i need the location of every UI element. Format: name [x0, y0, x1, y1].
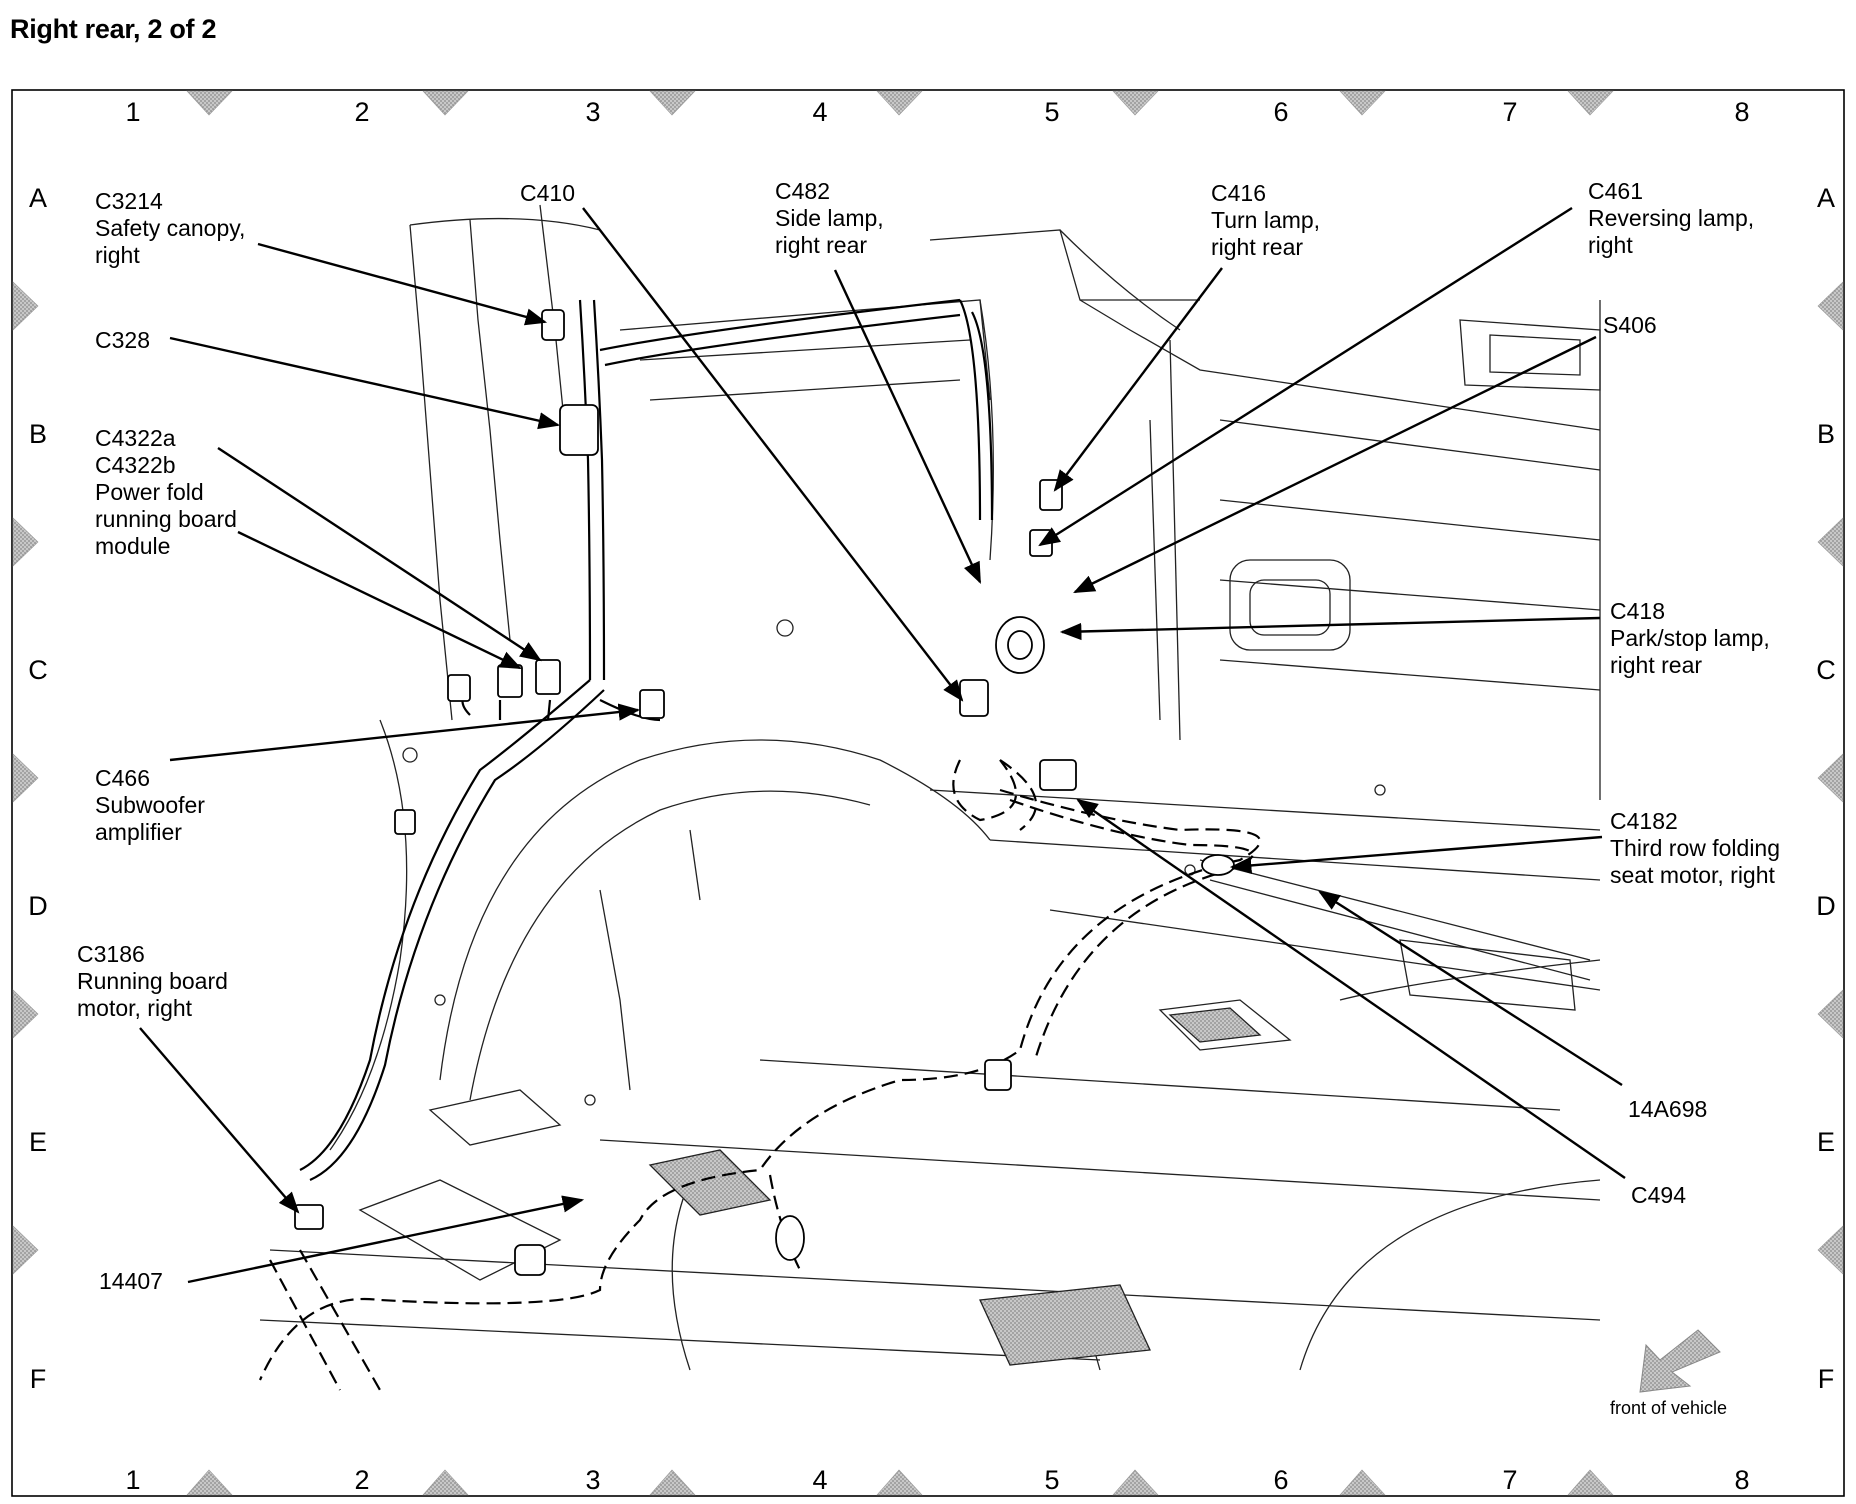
column-label-8-top: 8	[1734, 97, 1750, 127]
row-label-e-left: E	[28, 1127, 47, 1157]
callout-c461-id: C461	[1588, 178, 1643, 204]
callout-c4182-desc-2: seat motor, right	[1610, 862, 1775, 888]
callout-c410-id: C410	[520, 180, 575, 206]
callout-s406: S406	[1603, 312, 1657, 339]
diagram-frame	[11, 89, 1845, 1497]
callout-c3186-desc-1: Running board	[77, 968, 228, 994]
row-label-d-right: D	[1816, 891, 1836, 921]
connector-c4322b	[535, 659, 561, 695]
column-label-6-bottom: 6	[1273, 1465, 1289, 1495]
callout-14407-id: 14407	[99, 1268, 163, 1294]
callout-c466: C466 Subwoofer amplifier	[95, 765, 205, 846]
callout-14a698-id: 14A698	[1628, 1096, 1708, 1122]
row-label-c-left: C	[28, 655, 48, 685]
callout-c3214: C3214 Safety canopy, right	[95, 188, 245, 269]
callout-c3214-desc-2: right	[95, 242, 140, 268]
callout-c4322: C4322a C4322b Power fold running board m…	[95, 425, 237, 560]
vehicle-body-outline	[259, 204, 1601, 1371]
connector-c4182	[1201, 854, 1235, 876]
wiring-harness	[299, 298, 994, 1182]
callout-c3186-desc-2: motor, right	[77, 995, 193, 1021]
callout-c4322-desc-1: Power fold	[95, 479, 204, 505]
callout-c482: C482 Side lamp, right rear	[775, 178, 884, 259]
row-label-d-left: D	[28, 891, 48, 921]
callout-c3214-desc-1: Safety canopy,	[95, 215, 246, 241]
callout-c418-desc-2: right rear	[1610, 652, 1703, 678]
callout-c416-id: C416	[1211, 180, 1266, 206]
callout-c328-id: C328	[95, 327, 150, 353]
column-label-1-top: 1	[125, 97, 141, 127]
column-label-5-bottom: 5	[1044, 1465, 1060, 1495]
callout-c4322-desc-2: running board	[95, 506, 237, 532]
column-label-6-top: 6	[1273, 97, 1289, 127]
connector-c328	[559, 404, 599, 456]
row-label-a-left: A	[28, 183, 47, 213]
callout-c4182-desc-1: Third row folding	[1610, 835, 1781, 861]
callout-c466-desc-2: amplifier	[95, 819, 182, 845]
callout-c418-desc-1: Park/stop lamp,	[1610, 625, 1770, 651]
zone-markers	[12, 90, 1844, 1496]
callout-c3186: C3186 Running board motor, right	[77, 941, 228, 1022]
callout-c418-id: C418	[1610, 598, 1665, 624]
connector-c4322a	[497, 664, 523, 698]
callout-c466-desc-1: Subwoofer	[95, 792, 205, 818]
column-label-3-bottom: 3	[585, 1465, 601, 1495]
callout-c461-desc-2: right	[1588, 232, 1633, 258]
callout-c482-desc-1: Side lamp,	[775, 205, 884, 231]
callout-c3186-id: C3186	[77, 941, 145, 967]
callout-c482-desc-2: right rear	[775, 232, 868, 258]
callout-c4322-desc-3: module	[95, 533, 171, 559]
connector-c3214	[541, 309, 565, 341]
floor-harness-dashed	[258, 759, 1261, 1391]
column-label-4-top: 4	[812, 97, 828, 127]
connector-c466	[639, 689, 665, 719]
callout-c416: C416 Turn lamp, right rear	[1211, 180, 1320, 261]
connector-c410	[959, 679, 989, 717]
leader-lines	[139, 206, 1626, 1284]
row-label-a-right: A	[1816, 183, 1835, 213]
column-label-2-bottom: 2	[354, 1465, 370, 1495]
callout-c410: C410	[520, 180, 575, 207]
callout-c461: C461 Reversing lamp, right	[1588, 178, 1754, 259]
column-label-1-bottom: 1	[125, 1465, 141, 1495]
row-label-f-right: F	[1817, 1364, 1835, 1394]
row-label-b-left: B	[28, 419, 47, 449]
connectors	[294, 309, 1235, 1276]
row-label-b-right: B	[1816, 419, 1835, 449]
column-label-4-bottom: 4	[812, 1465, 828, 1495]
page-title: Right rear, 2 of 2	[10, 14, 217, 44]
column-label-7-bottom: 7	[1502, 1465, 1518, 1495]
column-label-5-top: 5	[1044, 97, 1060, 127]
callout-c418: C418 Park/stop lamp, right rear	[1610, 598, 1770, 679]
callout-14a698: 14A698	[1628, 1096, 1707, 1123]
callout-c466-id: C466	[95, 765, 150, 791]
callout-c3214-id: C3214	[95, 188, 163, 214]
column-label-3-top: 3	[585, 97, 601, 127]
callout-c4322a-id: C4322a	[95, 425, 176, 451]
row-label-e-right: E	[1816, 1127, 1835, 1157]
callout-c416-desc-2: right rear	[1211, 234, 1304, 260]
callout-s406-id: S406	[1603, 312, 1657, 338]
callout-c482-id: C482	[775, 178, 830, 204]
connector-c3186	[294, 1204, 324, 1230]
callout-c494-id: C494	[1631, 1182, 1686, 1208]
callout-c494: C494	[1631, 1182, 1686, 1209]
front-of-vehicle-label: front of vehicle	[1610, 1398, 1728, 1418]
callout-c416-desc-1: Turn lamp,	[1211, 207, 1321, 233]
row-label-f-left: F	[29, 1364, 47, 1394]
column-label-8-bottom: 8	[1734, 1465, 1750, 1495]
callout-c4182: C4182 Third row folding seat motor, righ…	[1610, 808, 1780, 889]
connector-c494	[1039, 759, 1077, 791]
row-label-c-right: C	[1816, 655, 1836, 685]
callout-14407: 14407	[99, 1268, 163, 1295]
callout-c461-desc-1: Reversing lamp,	[1588, 205, 1755, 231]
column-label-2-top: 2	[354, 97, 370, 127]
column-label-7-top: 7	[1502, 97, 1518, 127]
callout-c4182-id: C4182	[1610, 808, 1678, 834]
connector-14407	[514, 1244, 546, 1276]
callout-c328: C328	[95, 327, 150, 354]
callout-c4322b-id: C4322b	[95, 452, 176, 478]
front-of-vehicle-arrow	[1639, 1329, 1721, 1393]
